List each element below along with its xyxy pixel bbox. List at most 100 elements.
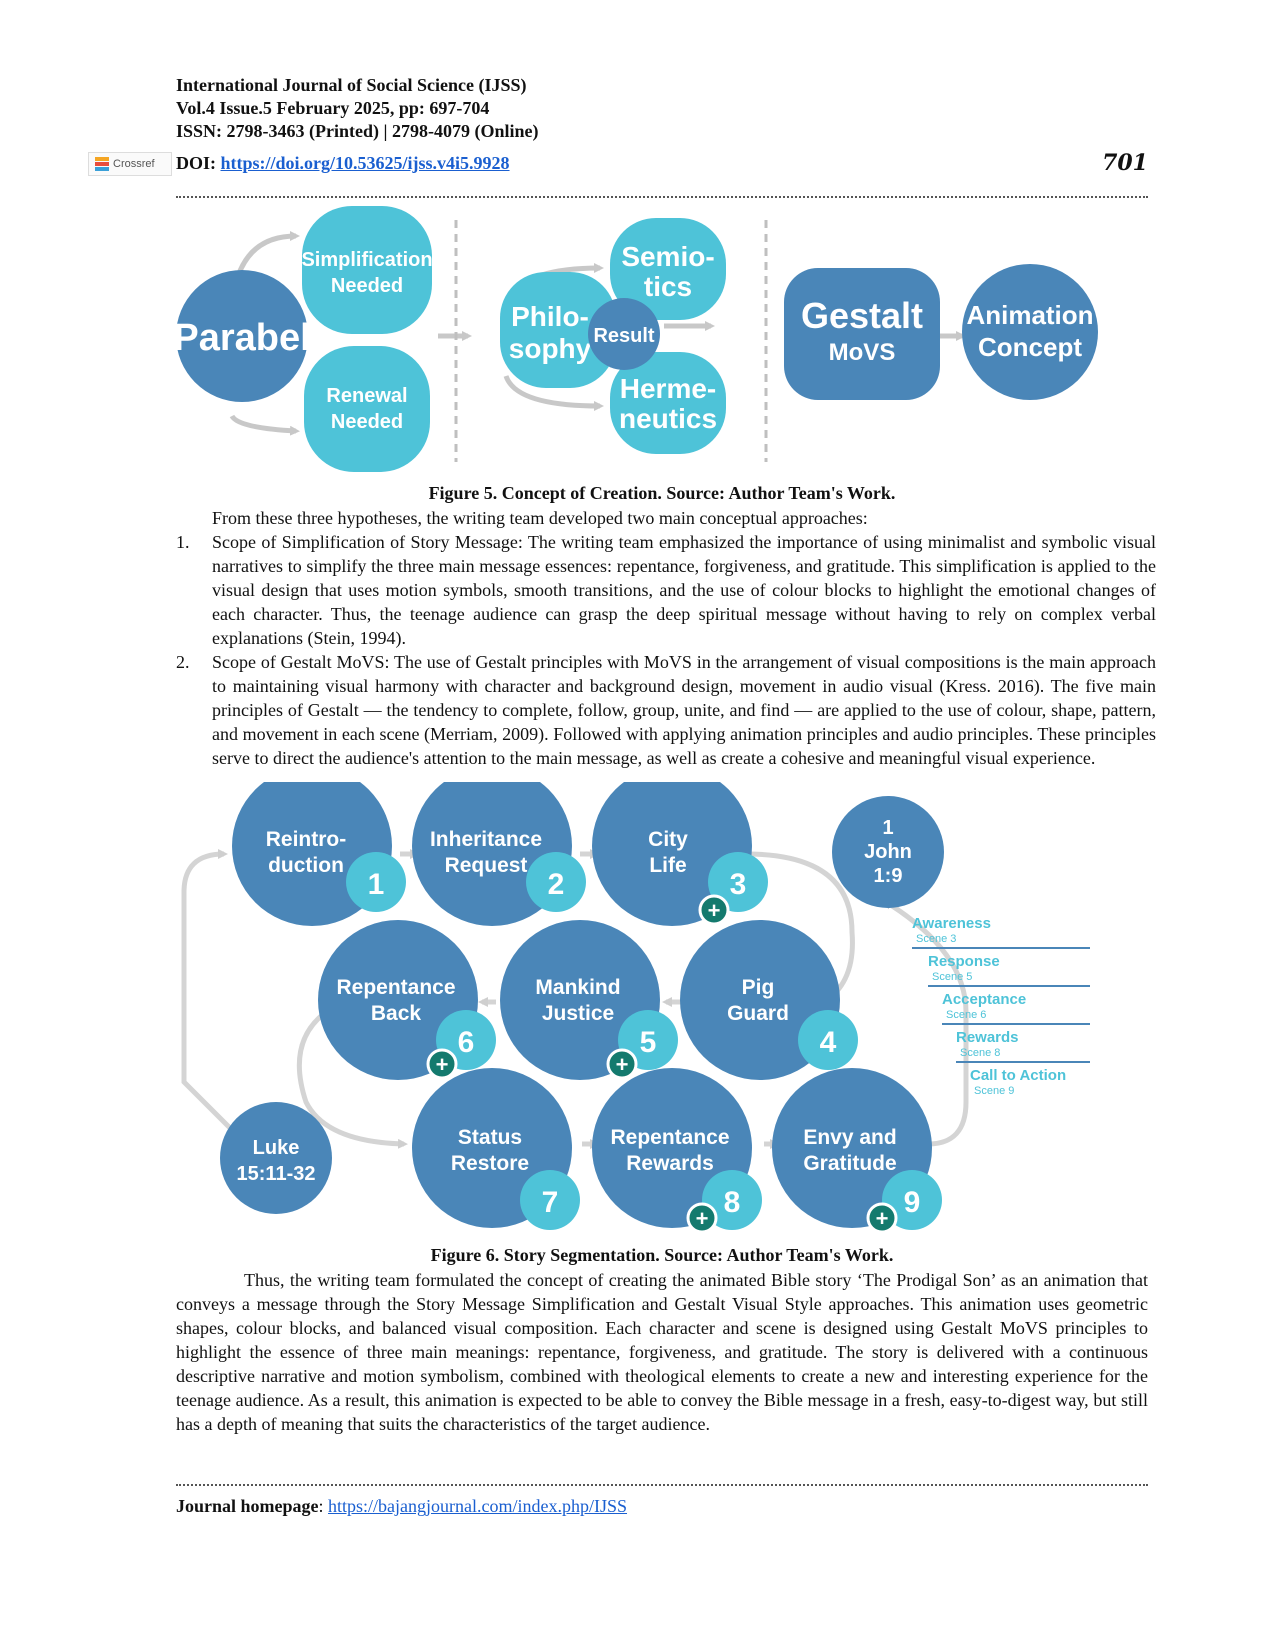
svg-text:Scene 9: Scene 9: [974, 1085, 1014, 1097]
figure6-diagram: Reintro- duction 1 Inheritance Request 2…: [181, 782, 1090, 1234]
svg-text:Scene 8: Scene 8: [960, 1047, 1000, 1059]
approach-list: 1. Scope of Simplification of Story Mess…: [176, 530, 1156, 770]
svg-text:Rewards: Rewards: [626, 1152, 714, 1175]
svg-text:Repentance: Repentance: [610, 1126, 729, 1149]
scene-number-badge: 5: [640, 1026, 657, 1059]
svg-text:Renewal: Renewal: [326, 385, 407, 407]
node-renewal: Renewal Needed: [304, 346, 430, 472]
plus-icon: [686, 1202, 718, 1234]
plus-icon: [698, 894, 730, 926]
svg-text:Justice: Justice: [542, 1002, 614, 1025]
svg-text:+: +: [616, 1052, 629, 1077]
scene-number-badge: 7: [542, 1186, 559, 1219]
svg-text:Scene 5: Scene 5: [932, 971, 972, 983]
figure5-caption: Figure 5. Concept of Creation. Source: A…: [428, 483, 896, 503]
arrow-6-7: [296, 1010, 408, 1149]
svg-text:Restore: Restore: [451, 1152, 529, 1175]
svg-text:Scene 6: Scene 6: [946, 1009, 986, 1021]
svg-text:Envy and: Envy and: [803, 1126, 896, 1149]
scene-2: Inheritance Request 2: [412, 782, 586, 926]
svg-text:Acceptance: Acceptance: [942, 991, 1026, 1008]
legend-item: Acceptance Scene 6: [942, 991, 1090, 1025]
arrow-to-hermeneutics: [503, 374, 604, 411]
svg-text:Scene 3: Scene 3: [916, 933, 956, 945]
footer-label: Journal homepage: [176, 1496, 319, 1516]
svg-text:Guard: Guard: [727, 1002, 789, 1025]
node-result: Result: [588, 298, 660, 370]
scene-1: Reintro- duction 1: [232, 782, 406, 926]
svg-text:Awareness: Awareness: [912, 915, 991, 932]
journal-homepage-link[interactable]: https://bajangjournal.com/index.php/IJSS: [328, 1496, 628, 1516]
svg-text:Inheritance: Inheritance: [430, 828, 542, 851]
svg-text:15:11-32: 15:11-32: [237, 1163, 316, 1185]
svg-text:+: +: [696, 1206, 709, 1231]
plus-icon: [426, 1048, 458, 1080]
legend-item: Awareness Scene 3: [912, 915, 1090, 949]
closing-paragraph: Thus, the writing team formulated the co…: [176, 1270, 1148, 1434]
svg-text:Mankind: Mankind: [535, 976, 620, 999]
svg-text:Pig: Pig: [742, 976, 775, 999]
svg-text:Life: Life: [649, 854, 686, 877]
svg-text:Call to Action: Call to Action: [970, 1067, 1066, 1084]
svg-text:Animation: Animation: [966, 300, 1093, 330]
svg-text:sophy: sophy: [509, 333, 592, 364]
crossref-badge[interactable]: Crossref: [88, 152, 172, 176]
scene-5: Mankind Justice 5 +: [500, 920, 678, 1080]
svg-text:City: City: [648, 828, 688, 851]
node-animation-concept: Animation Concept: [962, 264, 1098, 400]
svg-text:Back: Back: [371, 1002, 422, 1025]
svg-text:Response: Response: [928, 953, 1000, 970]
svg-text:duction: duction: [268, 854, 344, 877]
doi-line: DOI: https://doi.org/10.53625/ijss.v4i5.…: [176, 152, 510, 175]
scene-number-badge: 9: [904, 1186, 921, 1219]
node-semiotics: Semio- tics: [610, 218, 726, 320]
svg-text:Herme-: Herme-: [620, 373, 716, 404]
svg-text:Simplification: Simplification: [301, 249, 432, 271]
node-luke: Luke 15:11-32: [220, 1102, 332, 1214]
list-item: 2. Scope of Gestalt MoVS: The use of Ges…: [176, 652, 1156, 768]
plus-icon: [606, 1048, 638, 1080]
svg-text:Gratitude: Gratitude: [803, 1152, 896, 1175]
scene-7: Status Restore 7: [412, 1068, 580, 1230]
footer: Journal homepage: https://bajangjournal.…: [176, 1496, 628, 1516]
legend-item: Rewards Scene 8: [956, 1029, 1090, 1063]
svg-text:Needed: Needed: [331, 275, 403, 297]
arrow-3-4: [745, 851, 855, 1005]
journal-volume: Vol.4 Issue.5 February 2025, pp: 697-704: [176, 98, 490, 118]
node-john: 1 John 1:9: [832, 796, 944, 908]
node-hermeneutics: Herme- neutics: [610, 352, 726, 454]
crossref-logo-icon: [95, 157, 109, 171]
arrow-luke-to-scene1: [181, 849, 264, 1162]
svg-text:Repentance: Repentance: [336, 976, 455, 999]
crossref-label: Crossref: [113, 158, 155, 170]
scene-number-badge: 2: [548, 868, 565, 901]
header-divider: [176, 196, 1148, 198]
scene-6: Repentance Back 6 +: [318, 920, 496, 1080]
svg-text:+: +: [876, 1206, 889, 1231]
arrow-parabel-to-renewal: [229, 414, 300, 436]
scene-4: Pig Guard 4: [680, 920, 858, 1080]
scene-3: City Life 3 +: [592, 782, 768, 926]
svg-text:Status: Status: [458, 1126, 522, 1149]
svg-text:Needed: Needed: [331, 411, 403, 433]
doi-label: DOI:: [176, 153, 221, 173]
svg-text:Philo-: Philo-: [511, 301, 589, 332]
svg-text:Request: Request: [445, 854, 528, 877]
doi-link[interactable]: https://doi.org/10.53625/ijss.v4i5.9928: [220, 153, 510, 173]
svg-text:1: 1: [882, 817, 893, 839]
node-gestalt: Gestalt MoVS: [784, 268, 940, 400]
footer-divider: [176, 1484, 1148, 1486]
svg-text:Concept: Concept: [978, 332, 1082, 362]
journal-title: International Journal of Social Science …: [176, 75, 527, 95]
svg-text:Luke: Luke: [253, 1137, 300, 1159]
figure6-caption: Figure 6. Story Segmentation. Source: Au…: [430, 1245, 894, 1265]
svg-text:MoVS: MoVS: [829, 339, 896, 366]
plus-icon: [866, 1202, 898, 1234]
svg-text:Result: Result: [593, 325, 654, 347]
list-item-text: Scope of Gestalt MoVS: The use of Gestal…: [212, 652, 1156, 768]
svg-text:Reintro-: Reintro-: [266, 828, 347, 851]
svg-text:neutics: neutics: [619, 403, 717, 434]
svg-text:Gestalt: Gestalt: [801, 295, 923, 336]
scene-number-badge: 8: [724, 1186, 741, 1219]
svg-text:Semio-: Semio-: [621, 241, 714, 272]
